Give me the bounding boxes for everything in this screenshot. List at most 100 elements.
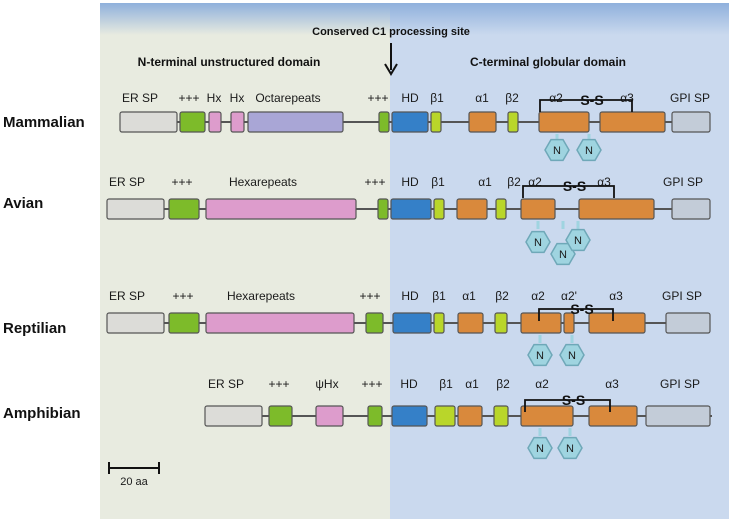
alpha2-prime-box (563, 312, 575, 334)
gpi-sp-box (671, 111, 711, 133)
glycosylation-icon (527, 343, 553, 367)
alpha1-box (468, 111, 497, 133)
domain-label: GPI SP (660, 377, 700, 391)
domain-label: α3 (605, 377, 619, 391)
alpha3-box (588, 405, 638, 427)
gpi-sp-box (671, 198, 711, 220)
hexarepeats-box (205, 198, 357, 220)
beta1-box (433, 312, 445, 334)
scale-bar (108, 462, 160, 474)
domain-label: Hexarepeats (227, 289, 295, 303)
glycosylation-icon (565, 228, 591, 252)
domain-label: α3 (620, 91, 634, 105)
n-terminal-domain-title: N-terminal unstructured domain (138, 55, 321, 69)
beta1-box (433, 198, 445, 220)
alpha2-box (520, 198, 556, 220)
glycan-label: N (566, 443, 574, 455)
domain-label: +++ (359, 289, 380, 303)
positive-charge-box (268, 405, 293, 427)
species-name: Amphibian (3, 405, 81, 422)
beta2-box (495, 198, 507, 220)
species-name: Avian (3, 195, 43, 212)
domain-label: β1 (431, 175, 445, 189)
domain-label: +++ (172, 289, 193, 303)
domain-label: GPI SP (670, 91, 710, 105)
disulfide-label: S-S (580, 92, 603, 108)
alpha1-box (457, 312, 484, 334)
glycosylation-icon (557, 436, 583, 460)
processing-site-label: Conserved C1 processing site (312, 26, 470, 38)
alpha2-box (520, 405, 574, 427)
glycosylation-icon (527, 436, 553, 460)
domain-label: β1 (430, 91, 444, 105)
er-sp-box (119, 111, 178, 133)
domain-label: α1 (465, 377, 479, 391)
glycan-label: N (585, 145, 593, 157)
alpha2-box (538, 111, 590, 133)
disulfide-label: S-S (562, 392, 585, 408)
beta2-box (507, 111, 519, 133)
domain-label: β2 (505, 91, 519, 105)
glycosylation-icon (525, 230, 551, 254)
domain-label: GPI SP (662, 289, 702, 303)
domain-label: α3 (609, 289, 623, 303)
disulfide-bracket (539, 99, 633, 112)
er-sp-box (106, 312, 165, 334)
domain-label: Hx (207, 91, 222, 105)
species-name: Reptilian (3, 320, 66, 337)
hd-box (391, 405, 428, 427)
domain-label: ψHx (315, 377, 338, 391)
domain-label: GPI SP (663, 175, 703, 189)
glycosylation-icon (544, 138, 570, 162)
glycan-label: N (559, 249, 567, 261)
processing-site-arrow (384, 43, 398, 76)
positive-charge-box (378, 111, 390, 133)
domain-label: α2' (561, 289, 577, 303)
domain-label: +++ (171, 175, 192, 189)
disulfide-bracket (522, 185, 615, 198)
glycan-label: N (536, 443, 544, 455)
beta2-box (493, 405, 509, 427)
hx-box (208, 111, 222, 133)
domain-label: α2 (531, 289, 545, 303)
hd-box (390, 198, 432, 220)
domain-label: α1 (478, 175, 492, 189)
domain-label: +++ (268, 377, 289, 391)
domain-label: +++ (178, 91, 199, 105)
octarepeats-box (247, 111, 344, 133)
hexarepeats-box (205, 312, 355, 334)
domain-label: ER SP (109, 175, 145, 189)
scale-bar-label: 20 aa (120, 476, 148, 488)
alpha3-box (578, 198, 655, 220)
domain-label: β1 (439, 377, 453, 391)
top-gradient-band (100, 3, 729, 35)
positive-charge-box (377, 198, 389, 220)
domain-label: β1 (432, 289, 446, 303)
domain-label: HD (401, 175, 419, 189)
disulfide-bracket (524, 399, 611, 412)
disulfide-label: S-S (563, 178, 586, 194)
beta1-box (434, 405, 456, 427)
positive-charge-box (168, 198, 200, 220)
er-sp-box (106, 198, 165, 220)
er-sp-box (204, 405, 263, 427)
domain-label: ER SP (109, 289, 145, 303)
glycan-label: N (574, 235, 582, 247)
glycan-label: N (553, 145, 561, 157)
positive-charge-box (168, 312, 200, 334)
glycosylation-icon (559, 343, 585, 367)
alpha3-box (599, 111, 666, 133)
domain-label: HD (400, 377, 418, 391)
alpha1-box (457, 405, 483, 427)
disulfide-label: S-S (570, 301, 593, 317)
domain-label: +++ (367, 91, 388, 105)
gpi-sp-box (645, 405, 711, 427)
domain-label: ER SP (208, 377, 244, 391)
glycan-label: N (534, 237, 542, 249)
domain-label: Hexarepeats (229, 175, 297, 189)
